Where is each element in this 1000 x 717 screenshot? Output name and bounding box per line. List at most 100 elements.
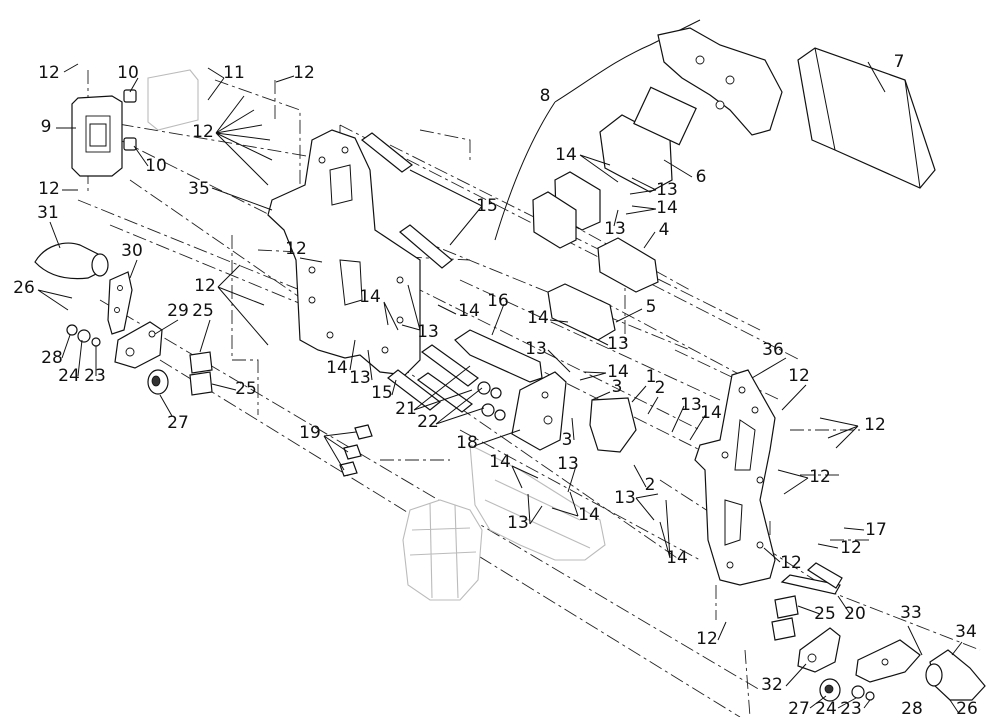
part-callout-14: 14 bbox=[326, 358, 348, 378]
ghost-battery-box bbox=[402, 499, 483, 601]
part-callout-13: 13 bbox=[525, 339, 547, 359]
part-callout-16: 16 bbox=[487, 291, 509, 311]
part-11-box bbox=[147, 69, 199, 131]
part-callout-25: 25 bbox=[814, 604, 836, 624]
part-9-plate bbox=[71, 95, 123, 177]
part-29-footpeg-bracket bbox=[114, 321, 163, 369]
part-callout-2: 2 bbox=[655, 378, 666, 398]
part-callout-36: 36 bbox=[762, 340, 784, 360]
part-36-main-plate bbox=[694, 369, 776, 586]
part-callout-13: 13 bbox=[349, 368, 371, 388]
part-callout-2: 2 bbox=[645, 475, 656, 495]
part-callout-8: 8 bbox=[540, 86, 551, 106]
part-callout-14: 14 bbox=[578, 505, 600, 525]
part-5-bracket bbox=[547, 283, 616, 341]
part-callout-5: 5 bbox=[646, 297, 657, 317]
part-callout-1: 1 bbox=[646, 367, 657, 387]
part-callout-19: 19 bbox=[299, 423, 321, 443]
part-callout-25: 25 bbox=[235, 379, 257, 399]
part-callout-3: 3 bbox=[562, 430, 573, 450]
part-28-24-23-hardware bbox=[66, 324, 101, 347]
part-callout-14: 14 bbox=[458, 301, 480, 321]
part-callout-10: 10 bbox=[117, 63, 139, 83]
part-callout-13: 13 bbox=[604, 219, 626, 239]
part-callout-12: 12 bbox=[194, 276, 216, 296]
part-callout-12: 12 bbox=[285, 239, 307, 259]
part-callout-13: 13 bbox=[557, 454, 579, 474]
leader-lines bbox=[37, 61, 963, 713]
part-callout-12: 12 bbox=[293, 63, 315, 83]
part-8-leader bbox=[494, 19, 701, 241]
part-20-25-spacers bbox=[771, 562, 843, 641]
part-22-washers bbox=[477, 381, 506, 421]
part-callout-22: 22 bbox=[417, 412, 439, 432]
part-callout-27: 27 bbox=[788, 699, 810, 717]
part-32-footpeg-bracket bbox=[797, 627, 841, 673]
part-30-bracket bbox=[107, 271, 133, 335]
part-callout-14: 14 bbox=[489, 452, 511, 472]
part-callout-10: 10 bbox=[145, 156, 167, 176]
part-16-handle bbox=[454, 329, 543, 383]
part-1-bracket bbox=[589, 397, 637, 453]
part-6-mount bbox=[599, 86, 697, 193]
part-callout-34: 34 bbox=[955, 622, 977, 642]
part-callout-13: 13 bbox=[607, 334, 629, 354]
part-callout-14: 14 bbox=[607, 362, 629, 382]
part-callout-13: 13 bbox=[417, 322, 439, 342]
part-10-bolts bbox=[123, 89, 137, 151]
part-callout-14: 14 bbox=[656, 198, 678, 218]
part-callout-13: 13 bbox=[614, 488, 636, 508]
part-callout-13: 13 bbox=[507, 513, 529, 533]
part-27-bush bbox=[147, 369, 169, 395]
part-7-ecu bbox=[797, 47, 936, 189]
part-callout-13: 13 bbox=[680, 395, 702, 415]
part-callout-24: 24 bbox=[58, 366, 80, 386]
part-callout-15: 15 bbox=[476, 196, 498, 216]
part-31-indicator bbox=[34, 242, 109, 280]
part-callout-14: 14 bbox=[555, 145, 577, 165]
part-callout-31: 31 bbox=[37, 203, 59, 223]
part-callout-12: 12 bbox=[38, 63, 60, 83]
part-callout-23: 23 bbox=[84, 366, 106, 386]
part-callout-26: 26 bbox=[956, 699, 978, 717]
part-rubber-pads bbox=[532, 171, 601, 249]
part-callout-20: 20 bbox=[844, 604, 866, 624]
part-27-24-23-right bbox=[819, 678, 875, 702]
part-callout-24: 24 bbox=[815, 699, 837, 717]
part-callout-27: 27 bbox=[167, 413, 189, 433]
part-callout-33: 33 bbox=[900, 603, 922, 623]
part-21-spacers bbox=[416, 344, 479, 413]
part-callout-17: 17 bbox=[865, 520, 887, 540]
part-callout-28: 28 bbox=[901, 699, 923, 717]
part-callout-6: 6 bbox=[696, 167, 707, 187]
part-callout-23: 23 bbox=[840, 699, 862, 717]
part-callout-12: 12 bbox=[38, 179, 60, 199]
part-ecu-mount-bracket bbox=[657, 27, 783, 136]
part-callout-9: 9 bbox=[41, 117, 52, 137]
part-callout-12: 12 bbox=[840, 538, 862, 558]
part-callout-26: 26 bbox=[13, 278, 35, 298]
part-4-pad bbox=[597, 237, 659, 293]
part-18-bracket bbox=[511, 371, 567, 451]
part-callout-4: 4 bbox=[659, 220, 670, 240]
part-callout-12: 12 bbox=[809, 467, 831, 487]
part-callout-12: 12 bbox=[788, 366, 810, 386]
part-33-bracket bbox=[855, 639, 921, 683]
part-callout-21: 21 bbox=[395, 399, 417, 419]
part-callout-7: 7 bbox=[894, 52, 905, 72]
ghost-bracket bbox=[469, 444, 606, 561]
part-callout-14: 14 bbox=[666, 548, 688, 568]
part-callout-12: 12 bbox=[192, 122, 214, 142]
part-35-main-plate bbox=[267, 129, 421, 376]
part-callout-3: 3 bbox=[612, 377, 623, 397]
part-callout-13: 13 bbox=[656, 180, 678, 200]
part-callout-14: 14 bbox=[527, 308, 549, 328]
part-34-indicator bbox=[925, 649, 986, 701]
part-callout-25: 25 bbox=[192, 301, 214, 321]
part-callout-12: 12 bbox=[696, 629, 718, 649]
part-callout-12: 12 bbox=[780, 553, 802, 573]
part-callout-15: 15 bbox=[371, 383, 393, 403]
part-callout-35: 35 bbox=[188, 179, 210, 199]
